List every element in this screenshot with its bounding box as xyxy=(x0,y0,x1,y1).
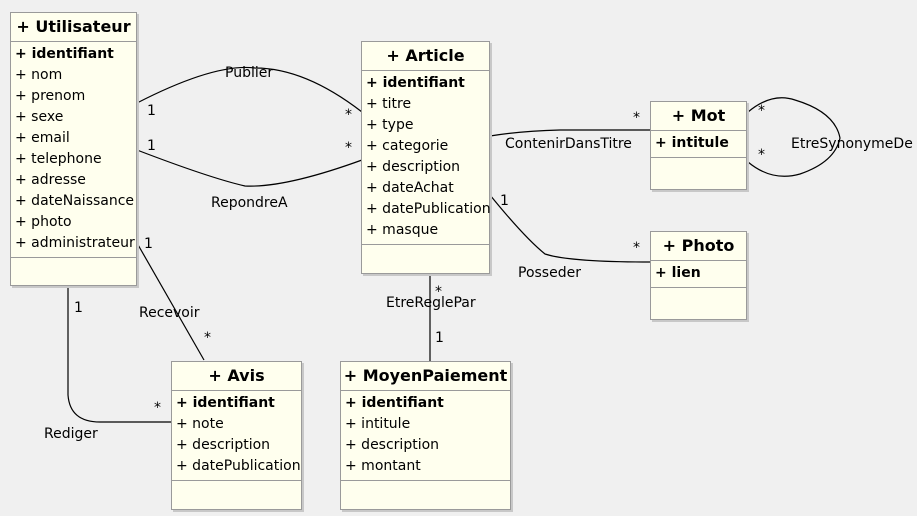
class-avis[interactable]: + Avis + identifiant + note + descriptio… xyxy=(171,361,302,510)
class-moyenpaiement-name: + MoyenPaiement xyxy=(341,362,510,391)
attribute: + montant xyxy=(345,458,421,474)
class-moyenpaiement-attributes: + identifiant + intitule + description +… xyxy=(341,391,510,481)
multiplicity-label: 1 xyxy=(500,193,509,209)
contenirdanstitre-line xyxy=(489,129,651,137)
multiplicity-label: * xyxy=(633,240,640,256)
multiplicity-label: * xyxy=(435,284,442,300)
repondrea-line xyxy=(136,149,363,187)
multiplicity-label: * xyxy=(345,107,352,123)
class-article-attributes: + identifiant + titre + type + categorie… xyxy=(362,71,491,245)
multiplicity-label: * xyxy=(345,140,352,156)
class-photo-name: + Photo xyxy=(651,232,746,261)
class-photo[interactable]: + Photo + lien xyxy=(650,231,747,320)
class-avis-name: + Avis xyxy=(172,362,301,391)
multiplicity-label: 1 xyxy=(74,300,83,316)
class-mot-attributes: + intitule xyxy=(651,131,746,158)
attribute: + telephone xyxy=(15,151,102,167)
posseder-line xyxy=(489,194,652,263)
class-photo-operations xyxy=(651,288,746,318)
multiplicity-label: * xyxy=(758,103,765,119)
multiplicity-label: * xyxy=(633,110,640,126)
association-etreraglepar-label: EtreReglePar xyxy=(386,295,476,311)
attribute: + nom xyxy=(15,67,63,83)
attribute: + intitule xyxy=(345,416,411,432)
association-recevoir-label: Recevoir xyxy=(139,305,200,321)
class-mot[interactable]: + Mot + intitule xyxy=(650,101,747,190)
multiplicity-label: 1 xyxy=(144,236,153,252)
attribute: + titre xyxy=(366,96,412,112)
publier-line xyxy=(136,66,363,113)
multiplicity-label: * xyxy=(758,147,765,163)
attribute: + sexe xyxy=(15,109,64,125)
rediger-line xyxy=(67,288,172,423)
attribute: + type xyxy=(366,117,414,133)
class-utilisateur-name: + Utilisateur xyxy=(11,13,136,42)
attribute: + description xyxy=(345,437,440,453)
class-avis-operations xyxy=(172,481,301,511)
class-moyenpaiement-operations xyxy=(341,481,510,511)
attribute: + photo xyxy=(15,214,72,230)
attribute: + datePublication xyxy=(366,201,491,217)
class-avis-attributes: + identifiant + note + description + dat… xyxy=(172,391,301,481)
attribute: + intitule xyxy=(655,135,729,151)
attribute: + adresse xyxy=(15,172,86,188)
attribute: + prenom xyxy=(15,88,86,104)
attribute: + dateNaissance xyxy=(15,193,135,209)
multiplicity-label: * xyxy=(204,330,211,346)
recevoir-line xyxy=(136,242,205,361)
association-posseder-label: Posseder xyxy=(518,265,581,281)
attribute: + dateAchat xyxy=(366,180,454,196)
attribute: + description xyxy=(366,159,461,175)
attribute: + identifiant xyxy=(366,75,465,91)
association-rediger-label: Rediger xyxy=(44,426,98,442)
attribute: + identifiant xyxy=(345,395,444,411)
association-repondrea-label: RepondreA xyxy=(211,195,288,211)
multiplicity-label: 1 xyxy=(147,103,156,119)
class-article[interactable]: + Article + identifiant + titre + type +… xyxy=(361,41,491,275)
class-utilisateur[interactable]: + Utilisateur + identifiant + nom + pren… xyxy=(10,12,137,286)
attribute: + datePublication xyxy=(176,458,301,474)
attribute: + note xyxy=(176,416,224,432)
class-mot-operations xyxy=(651,158,746,188)
attribute: + email xyxy=(15,130,70,146)
etresynonymede-line xyxy=(747,97,841,177)
association-publier-label: Publier xyxy=(225,65,274,81)
attribute: + masque xyxy=(366,222,439,238)
class-article-operations xyxy=(362,245,489,275)
class-utilisateur-attributes: + identifiant + nom + prenom + sexe + em… xyxy=(11,42,136,258)
multiplicity-label: 1 xyxy=(147,138,156,154)
attribute: + identifiant xyxy=(15,46,114,62)
attribute: + description xyxy=(176,437,271,453)
attribute: + categorie xyxy=(366,138,449,154)
class-mot-name: + Mot xyxy=(651,102,746,131)
multiplicity-label: * xyxy=(154,400,161,416)
multiplicity-label: 1 xyxy=(435,330,444,346)
attribute: + administrateur xyxy=(15,235,135,251)
class-moyenpaiement[interactable]: + MoyenPaiement + identifiant + intitule… xyxy=(340,361,511,510)
association-contenirdanstitre-label: ContenirDansTitre xyxy=(505,136,632,152)
class-utilisateur-operations xyxy=(11,258,136,288)
class-article-name: + Article xyxy=(362,42,489,71)
class-photo-attributes: + lien xyxy=(651,261,746,288)
attribute: + lien xyxy=(655,265,701,281)
attribute: + identifiant xyxy=(176,395,275,411)
association-etresynonymede-label: EtreSynonymeDe xyxy=(791,136,913,152)
